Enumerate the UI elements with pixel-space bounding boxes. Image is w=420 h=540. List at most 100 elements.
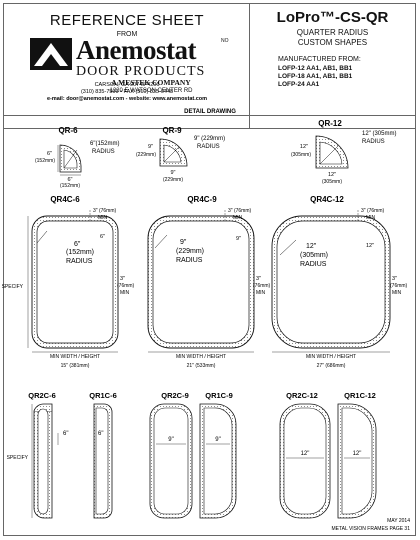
address-line2: CARSON, CA 90745-4206 — [95, 82, 160, 88]
qr4c-12-radius-word: RADIUS — [300, 261, 327, 268]
qr4c-9-drawing: QR4C-9 3" (76mm) MIN 9" 9" (229mm) RADIU… — [147, 195, 271, 369]
qr4c-6-bottom-dim: 15" (381mm) — [61, 363, 90, 369]
qr4c-12-top-dim: 3" (76mm) — [361, 208, 385, 214]
qr-6-side-mm: (152mm) — [35, 158, 55, 164]
qr-9-bottom: 9" — [170, 170, 175, 176]
model-line: LOFP-18 AA1, AB1, BB1 — [278, 73, 353, 80]
qr4c-6-radius: 6" — [74, 241, 81, 248]
footer-date: MAY 2014 — [387, 518, 410, 524]
qr4c-12-corner: 12" — [366, 243, 374, 249]
qr4c-12-drawing: QR4C-12 3" (76mm) MIN 12" 12" (305mm) RA… — [271, 195, 408, 369]
qrc-9-drawings: QR2C-9 QR1C-9 9" 9" — [149, 391, 237, 519]
detail-bar — [4, 104, 415, 116]
qr4c-6-radius-mm: (152mm) — [66, 249, 94, 256]
phone-line: (310) 835-7500 • FAX (310) 835-0448 — [81, 89, 173, 95]
qr-12-side: 12" — [300, 144, 308, 150]
product-line1: QUARTER RADIUS — [296, 28, 369, 37]
qr4c-9-radius: 9" — [180, 239, 187, 246]
qrc-9-dim: 9" — [168, 437, 173, 443]
contact-line: e-mail: door@anemostat.com - website: ww… — [47, 96, 207, 102]
footer-page: METAL VISION FRAMES PAGE 31 — [331, 526, 410, 532]
qr4c-6-bottom-label: MIN WIDTH / HEIGHT — [50, 354, 100, 360]
qr-12-radius: 12" (305mm) — [362, 131, 396, 137]
qr-12-drawing: QR-12 12" (305mm) RADIUS 12" (305mm) 12"… — [291, 119, 397, 185]
section-title: DETAIL DRAWING — [184, 109, 236, 115]
qr4c-9-radius-mm: (229mm) — [176, 248, 204, 255]
qr4c-12-bottom-dim: 27" (686mm) — [317, 363, 346, 369]
qr4c-6-top-dim: 3" (76mm) — [93, 208, 117, 214]
qr-9-drawing: QR-9 9" (229mm) RADIUS 9" (229mm) 9" (22… — [136, 126, 225, 183]
manufactured-from: MANUFACTURED FROM: — [278, 56, 361, 63]
qr-9-label: QR-9 — [162, 126, 182, 135]
company-name: A MESTEK COMPANY — [111, 78, 191, 87]
qr-9-side-mm: (229mm) — [136, 152, 156, 158]
qrc-12-dim: 12" — [301, 451, 310, 457]
address-line1: 1220 E WATSON CENTER RD — [109, 88, 193, 94]
qr4c-9-label: QR4C-9 — [187, 195, 217, 204]
qr4c-9-bottom-dim: 21" (533mm) — [187, 363, 216, 369]
qr4c-9-side-min: MIN — [256, 290, 266, 296]
qr-12-radius-word: RADIUS — [362, 139, 385, 145]
qr-9-side: 9" — [148, 144, 153, 150]
from-label: FROM — [116, 31, 138, 38]
qrc-12-drawings: QR2C-12 QR1C-12 12" 12" — [279, 391, 377, 519]
qr4c-9-bottom-label: MIN WIDTH / HEIGHT — [176, 354, 226, 360]
qr-6-radius: 6"(152mm) — [90, 141, 119, 147]
qrc-6-dim: 6" — [63, 431, 68, 437]
qr1c-12-label: QR1C-12 — [344, 391, 376, 400]
qr4c-9-corner: 9" — [236, 236, 241, 242]
qr4c-6-top-min: MIN — [98, 215, 108, 221]
qr4c-6-side: 3" — [120, 276, 125, 282]
specify-label: SPECIFY — [7, 455, 29, 461]
model-line: LOFP-24 AA1 — [278, 81, 320, 88]
qr1c-6-label: QR1C-6 — [89, 391, 117, 400]
qr4c-6-radius-word: RADIUS — [66, 258, 93, 265]
qr4c-12-side-min: MIN — [392, 290, 402, 296]
qr2c-6-label: QR2C-6 — [28, 391, 56, 400]
qr-6-drawing: QR-6 6"(152mm) RADIUS 6" (152mm) 6" (152… — [35, 126, 120, 189]
qrc-6-drawings: QR2C-6 QR1C-6 SPECIFY 6" 6" — [7, 391, 117, 519]
qr-12-label: QR-12 — [318, 119, 342, 128]
qr4c-12-bottom-label: MIN WIDTH / HEIGHT — [306, 354, 356, 360]
qr4c-6-side-mm: (76mm) — [117, 283, 135, 289]
qr-6-bottom: 6" — [67, 177, 72, 183]
anemostat-logo-icon — [30, 38, 72, 70]
qr-9-radius: 9" (229mm) — [194, 136, 225, 142]
header-right — [250, 4, 415, 129]
qr-12-bottom-mm: (305mm) — [322, 179, 342, 185]
qrc-6-dim: 6" — [98, 431, 103, 437]
qr4c-12-side-mm: (76mm) — [390, 283, 408, 289]
specify-label: SPECIFY — [2, 284, 24, 290]
qr-12-side-mm: (305mm) — [291, 152, 311, 158]
qr4c-12-radius-mm: (305mm) — [300, 252, 328, 259]
qr-6-bottom-mm: (152mm) — [60, 183, 80, 189]
qr-6-side: 6" — [47, 151, 52, 157]
qr-9-bottom-mm: (229mm) — [163, 177, 183, 183]
qr4c-9-side: 3" — [256, 276, 261, 282]
qr-6-label: QR-6 — [58, 126, 78, 135]
qr4c-6-corner: 6" — [100, 234, 105, 240]
qr2c-9-label: QR2C-9 — [161, 391, 189, 400]
brand-name: Anemostat — [76, 35, 196, 65]
sheet-title: REFERENCE SHEET — [49, 12, 205, 29]
qr4c-12-label: QR4C-12 — [310, 195, 344, 204]
qrc-9-dim: 9" — [215, 437, 220, 443]
product-name: LoPro™-CS-QR — [276, 9, 389, 26]
product-line2: CUSTOM SHAPES — [297, 38, 368, 47]
qr4c-9-top-min: MIN — [233, 215, 243, 221]
qr4c-6-drawing: QR4C-6 3" (76mm) MIN 6" 6" (152mm) RADIU… — [2, 195, 135, 369]
brand-mark: NO — [221, 38, 229, 44]
qr4c-12-top-min: MIN — [366, 215, 376, 221]
model-line: LOFP-12 AA1, AB1, BB1 — [278, 65, 353, 72]
qr4c-12-side: 3" — [392, 276, 397, 282]
qr-6-radius-word: RADIUS — [92, 149, 115, 155]
qr2c-12-label: QR2C-12 — [286, 391, 318, 400]
qr2c-6-frame — [37, 408, 49, 515]
qr-12-bottom: 12" — [328, 172, 336, 178]
qr-9-radius-word: RADIUS — [197, 144, 220, 150]
qr4c-12-radius: 12" — [306, 243, 317, 250]
qr4c-6-label: QR4C-6 — [50, 195, 80, 204]
qr1c-9-label: QR1C-9 — [205, 391, 233, 400]
